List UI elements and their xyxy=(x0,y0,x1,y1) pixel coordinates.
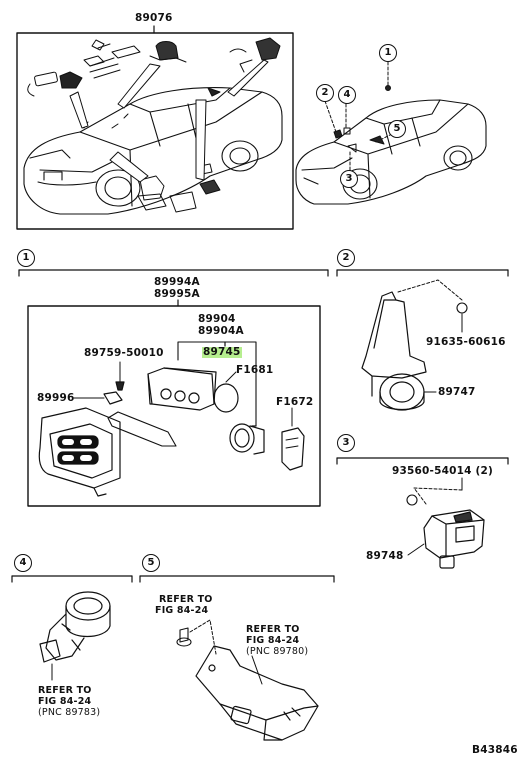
case-label-a: 89904 xyxy=(198,313,236,325)
assembly-label-a: 89994A xyxy=(154,276,200,288)
top-left-frame xyxy=(16,32,294,230)
part-89747-label: 89747 xyxy=(438,386,476,398)
callout-2: 2 xyxy=(316,84,334,102)
bolt-part-5 xyxy=(176,627,192,647)
bolt-part xyxy=(456,302,468,314)
cover-label: 89996 xyxy=(37,392,75,404)
key-blade-part xyxy=(281,427,305,471)
sensor-part xyxy=(423,509,485,569)
screw-label: 89759-50010 xyxy=(84,347,164,359)
key-fob-body xyxy=(38,407,121,497)
coil-part xyxy=(39,591,111,663)
section3-number: 3 xyxy=(337,434,355,452)
label-89076: 89076 xyxy=(135,12,173,24)
section5-number: 5 xyxy=(142,554,160,572)
section4-number: 4 xyxy=(14,554,32,572)
module-part xyxy=(195,645,319,741)
bolt-label: 91635-60616 xyxy=(426,336,506,348)
car-illustration-left xyxy=(23,87,283,215)
blade-part xyxy=(107,411,177,447)
refer5b-line3: (PNC 89780) xyxy=(246,646,309,657)
section1-frame xyxy=(27,305,321,507)
callout-4: 4 xyxy=(338,86,356,104)
section2-number: 2 xyxy=(337,249,355,267)
overview-small-parts xyxy=(333,85,391,153)
part-89748-label: 89748 xyxy=(366,550,404,562)
bracket-part-2 xyxy=(361,291,427,411)
highlighted-part-label: 89745 xyxy=(202,346,242,358)
callout-3: 3 xyxy=(340,170,358,188)
refer5a-line1: REFER TO xyxy=(159,594,213,605)
case-bracket xyxy=(177,341,257,427)
screw-part-3 xyxy=(406,494,418,506)
battery-label: F1681 xyxy=(236,364,274,376)
overview-pointers xyxy=(69,59,269,183)
assembly-label-b: 89995A xyxy=(154,288,200,300)
ring-part xyxy=(229,423,265,455)
refer4-line2: FIG 84-24 xyxy=(38,696,92,707)
section1-number: 1 xyxy=(17,249,35,267)
overview-parts xyxy=(27,37,281,213)
screw-part xyxy=(115,381,125,391)
refer4-line3: (PNC 89783) xyxy=(38,707,101,718)
callout-1: 1 xyxy=(379,44,397,62)
figure-code: B43846 xyxy=(472,744,518,756)
refer5b-line1: REFER TO xyxy=(246,624,300,635)
bolt-leader xyxy=(397,279,463,301)
refer5a-line2: FIG 84-24 xyxy=(155,605,209,616)
battery-part xyxy=(213,383,239,413)
case-label-b: 89904A xyxy=(198,325,244,337)
cover-part xyxy=(103,391,123,405)
refer5b-line2: FIG 84-24 xyxy=(246,635,300,646)
refer4-line1: REFER TO xyxy=(38,685,92,696)
car-illustration-right xyxy=(295,99,487,205)
callout-5: 5 xyxy=(388,120,406,138)
screw-3-label: 93560-54014 (2) xyxy=(392,465,493,477)
circuit-board-part xyxy=(147,367,217,411)
overview-leaders xyxy=(324,61,393,171)
key-blade-label: F1672 xyxy=(276,396,314,408)
